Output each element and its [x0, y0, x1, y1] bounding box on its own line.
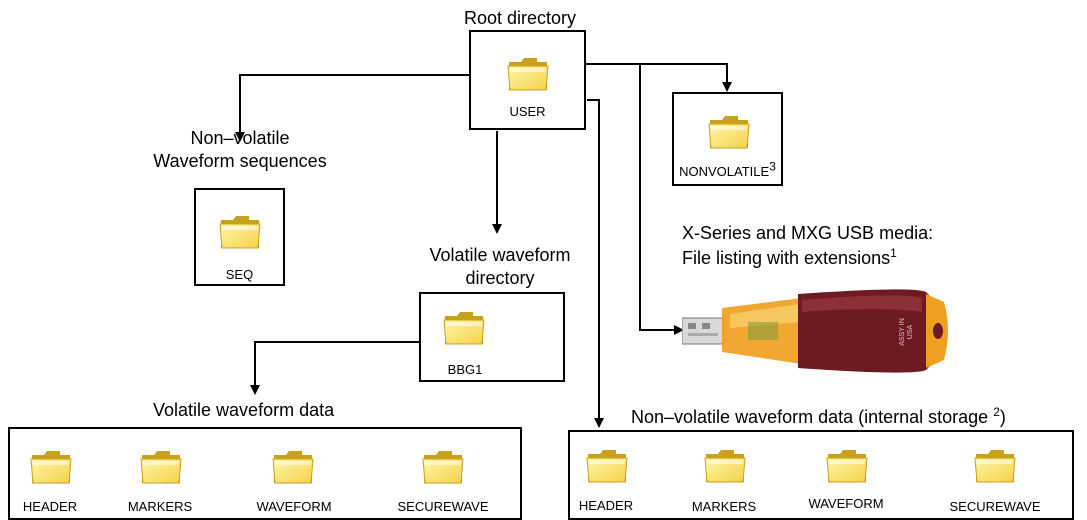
folder-icon[interactable]: [272, 447, 314, 485]
nonvolatile-data-box: HEADER MARKERS WAVEFORM SECUREWAVE: [568, 430, 1074, 520]
folder-label-header: HEADER: [578, 498, 634, 513]
folder-icon[interactable]: [704, 446, 746, 484]
arrow-root-to-nonvolatile-data: [587, 99, 604, 428]
folder-icon[interactable]: [422, 447, 464, 485]
volatile-data-box: HEADER MARKERS WAVEFORM SECUREWAVE: [8, 427, 522, 520]
folder-label-waveform: WAVEFORM: [256, 499, 332, 514]
sequences-title-line2: Waveform sequences: [153, 151, 327, 171]
folder-icon: [708, 112, 750, 150]
footnote-2: 2: [993, 405, 1000, 419]
folder-icon: [507, 54, 549, 92]
folder-label: USER: [509, 104, 546, 119]
volatile-data-title: Volatile waveform data: [153, 400, 335, 420]
usb-print-line1: ASSY IN: [899, 318, 906, 346]
folder-label-securewave: SECUREWAVE: [949, 499, 1041, 514]
folder-label-waveform: WAVEFORM: [808, 496, 884, 511]
arrow-root-to-nonvolatile: [585, 63, 732, 92]
folder-icon: [443, 308, 485, 346]
usb-print-line2: USA: [907, 324, 914, 339]
folder-label-header: HEADER: [22, 499, 78, 514]
folder-icon[interactable]: [826, 446, 868, 484]
folder-icon[interactable]: [974, 446, 1016, 484]
sequences-title-line1: Non–volatile: [190, 128, 290, 148]
folder-label-markers: MARKERS: [127, 499, 193, 514]
usb-text-line2: File listing with extensions1: [682, 246, 897, 268]
folder-icon[interactable]: [30, 447, 72, 485]
folder-icon[interactable]: [140, 447, 182, 485]
folder-label: BBG1: [447, 362, 483, 377]
arrow-root-to-seq: [235, 74, 470, 142]
folder-label: SEQ: [225, 267, 254, 282]
footnote-3: 3: [769, 159, 776, 174]
nonvolatile-data-title: Non–volatile waveform data (internal sto…: [631, 405, 1006, 427]
folder-label-markers: MARKERS: [691, 499, 757, 514]
arrow-root-to-usb: [639, 64, 684, 335]
bbg1-folder-box[interactable]: BBG1: [419, 292, 565, 382]
usb-drive-icon: ASSY IN USA: [682, 289, 948, 373]
seq-folder-box[interactable]: SEQ: [194, 188, 285, 286]
footnote-1: 1: [890, 246, 897, 260]
folder-label: NONVOLATILE3: [679, 159, 776, 179]
folder-label-securewave: SECUREWAVE: [397, 499, 489, 514]
folder-icon[interactable]: [586, 446, 628, 484]
root-folder-box[interactable]: USER: [469, 30, 586, 130]
arrow-volatile-dir-to-data: [250, 341, 420, 395]
root-directory-title: Root directory: [463, 8, 577, 28]
folder-icon: [219, 212, 261, 250]
volatile-dir-title-line1: Volatile waveform: [429, 245, 571, 265]
usb-text-line1: X-Series and MXG USB media:: [682, 223, 934, 243]
nonvolatile-folder-box[interactable]: NONVOLATILE3: [672, 92, 783, 186]
volatile-dir-title-line2: directory: [465, 268, 535, 288]
